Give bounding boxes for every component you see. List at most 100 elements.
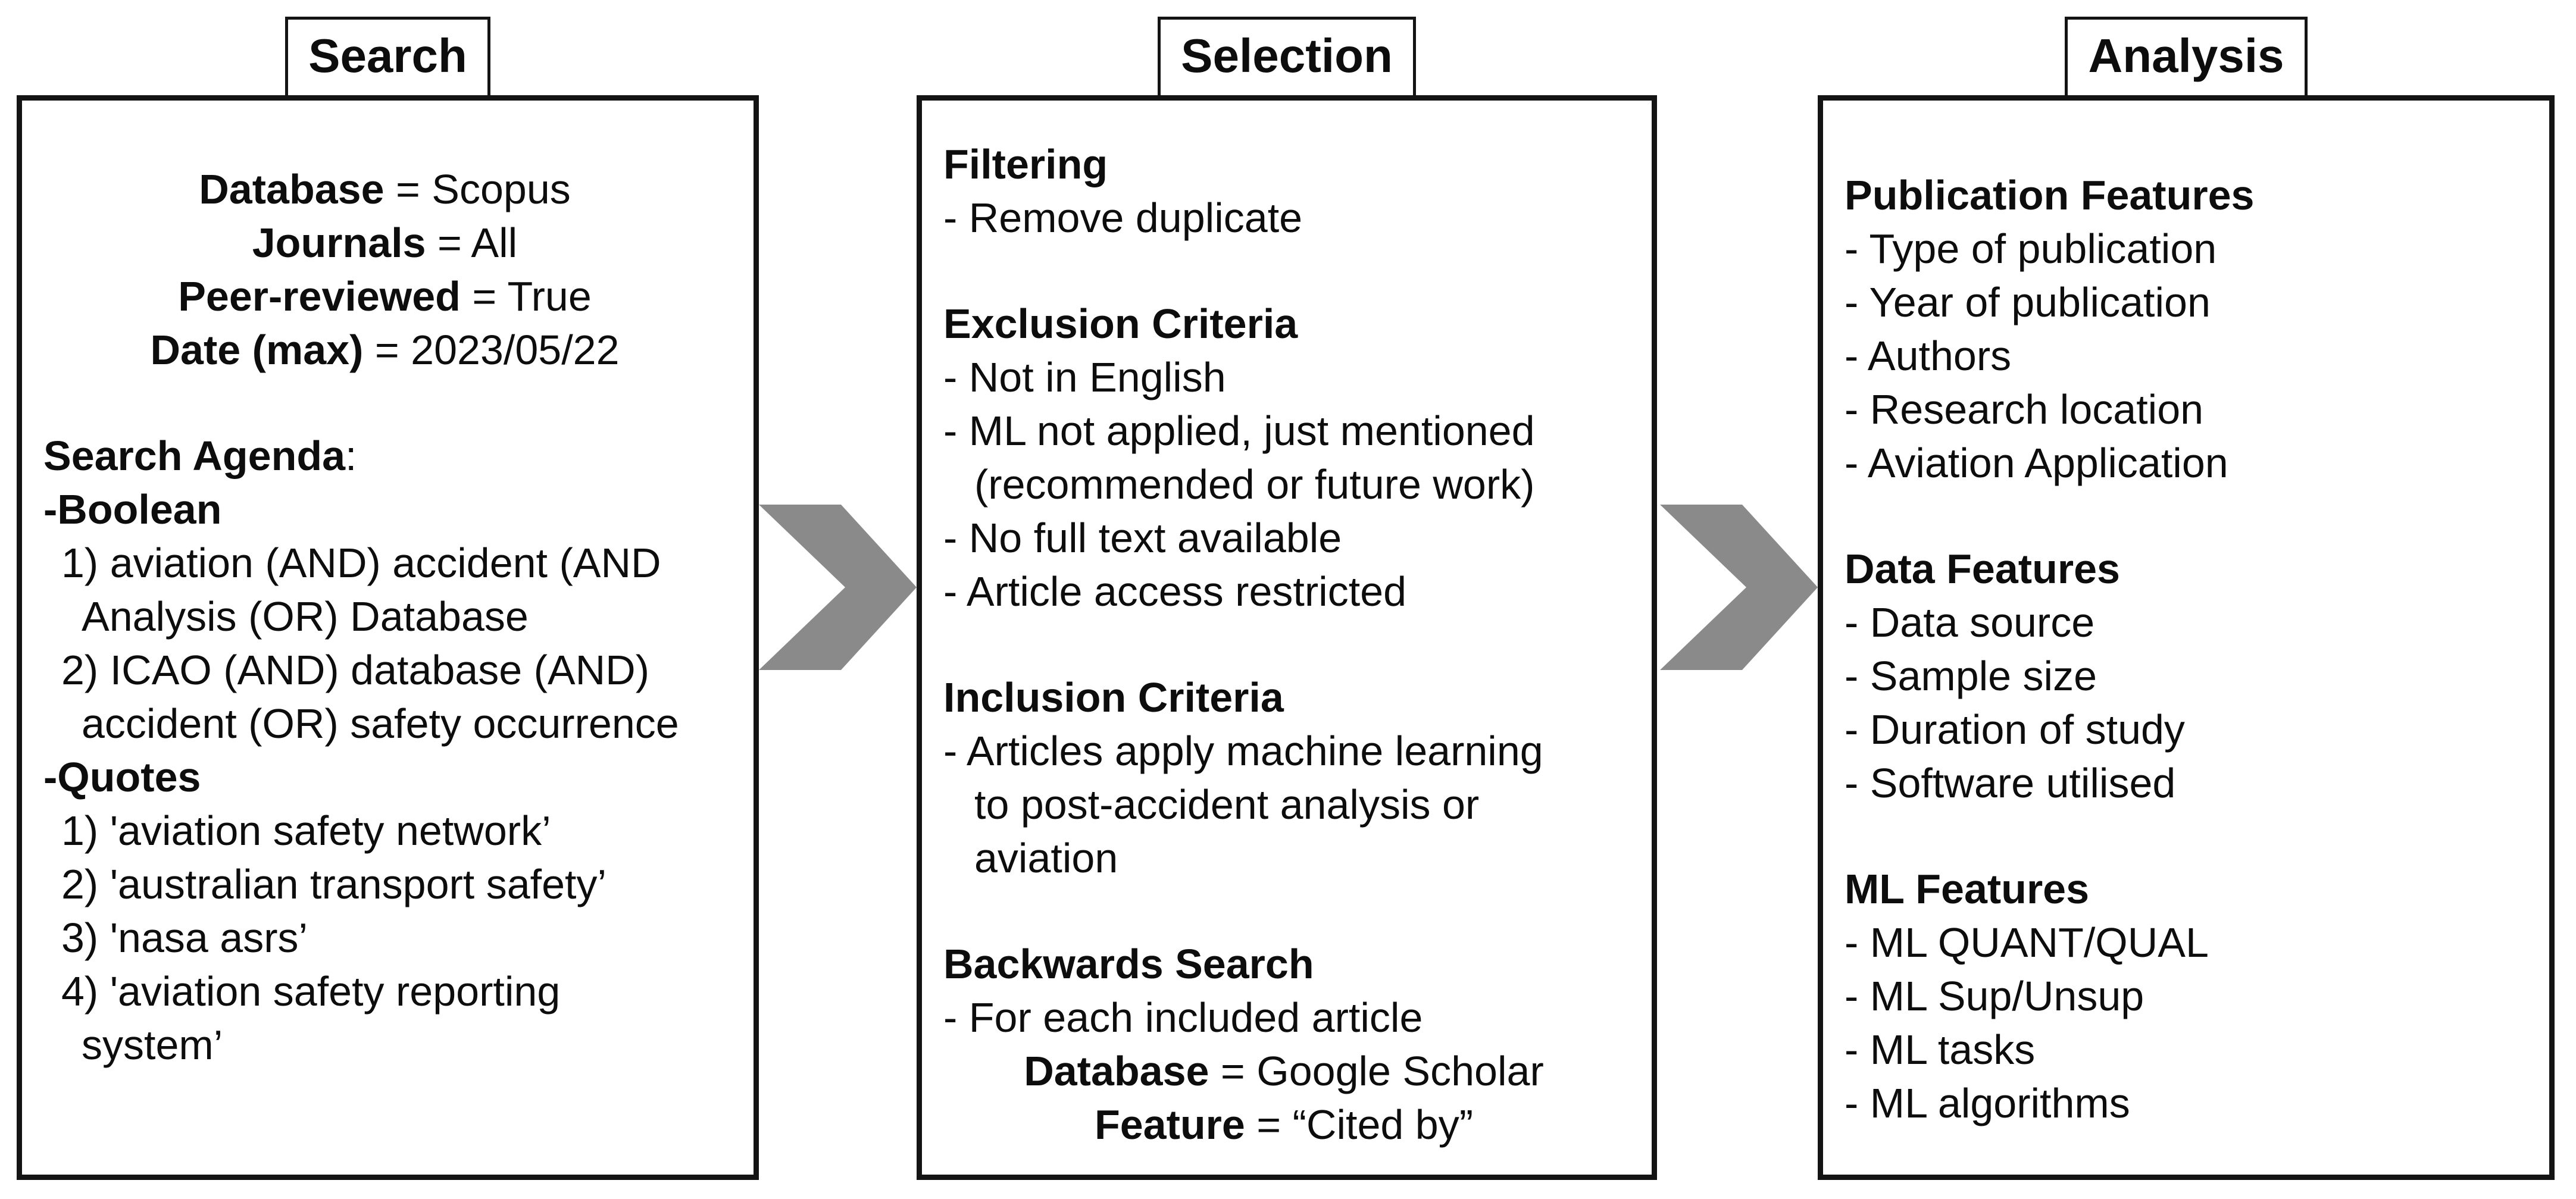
param-key: Feature	[1094, 1101, 1245, 1148]
heading-suffix: :	[345, 433, 357, 479]
param-key: Date (max)	[150, 327, 364, 373]
item-text: - ML Sup/Unsup	[1845, 973, 2144, 1019]
search-panel-content: Database = Scopus Journals = All Peer-re…	[22, 101, 754, 1072]
item-text: 1) 'aviation safety network’	[61, 807, 551, 854]
inclusion-item-1-cont2: aviation	[943, 831, 1646, 885]
item-text: - ML tasks	[1845, 1026, 2036, 1073]
item-text: - Software utilised	[1845, 760, 2176, 806]
item-text: - No full text available	[943, 515, 1342, 561]
selection-panel-content: Filtering - Remove duplicate Exclusion C…	[922, 101, 1652, 1151]
item-text: - For each included article	[943, 994, 1423, 1041]
ml-feature-4: - ML algorithms	[1845, 1076, 2543, 1130]
search-param-date-max: Date (max) = 2023/05/22	[43, 323, 748, 377]
item-text: accident (OR) safety occurrence	[82, 700, 679, 747]
search-param-journals: Journals = All	[43, 216, 748, 270]
flow-arrow-icon	[759, 505, 917, 670]
boolean-item-1: 1) aviation (AND) accident (AND	[43, 536, 748, 590]
search-param-database: Database = Scopus	[43, 162, 748, 216]
ml-feature-3: - ML tasks	[1845, 1023, 2543, 1076]
data-feature-4: - Software utilised	[1845, 756, 2543, 810]
heading-text: Backwards Search	[943, 941, 1314, 987]
backwards-search-heading: Backwards Search	[943, 937, 1646, 991]
item-text: - Data source	[1845, 599, 2095, 646]
spacer	[43, 377, 748, 429]
boolean-subheading: -Boolean	[43, 483, 748, 536]
spacer	[943, 618, 1646, 671]
item-text: system’	[82, 1022, 223, 1068]
param-key: Database	[199, 166, 384, 212]
item-text: - ML QUANT/QUAL	[1845, 919, 2209, 966]
publication-feature-4: - Research location	[1845, 383, 2543, 436]
item-text: - Aviation Application	[1845, 440, 2228, 486]
filtering-item-1: - Remove duplicate	[943, 191, 1646, 245]
flow-arrow-icon	[1660, 505, 1818, 670]
quote-item-4: 4) 'aviation safety reporting	[43, 965, 748, 1018]
heading-text: Publication Features	[1845, 172, 2255, 218]
filtering-heading: Filtering	[943, 137, 1646, 191]
publication-features-heading: Publication Features	[1845, 168, 2543, 222]
heading-text: Data Features	[1845, 546, 2120, 592]
data-feature-1: - Data source	[1845, 596, 2543, 649]
search-stage-group: Search Database = Scopus Journals = All …	[17, 17, 759, 1180]
item-text: 2) 'australian transport safety’	[61, 861, 607, 907]
param-value: = “Cited by”	[1245, 1101, 1474, 1148]
param-value: = True	[460, 273, 592, 320]
param-key: Database	[1024, 1048, 1209, 1094]
search-stage-label: Search	[285, 17, 490, 98]
analysis-stage-group: Analysis Publication Features - Type of …	[1818, 17, 2555, 1180]
param-key: Peer-reviewed	[178, 273, 461, 320]
spacer	[1845, 490, 2543, 542]
data-feature-3: - Duration of study	[1845, 703, 2543, 756]
exclusion-item-4: - Article access restricted	[943, 565, 1646, 618]
item-text: Analysis (OR) Database	[82, 593, 529, 640]
publication-feature-1: - Type of publication	[1845, 222, 2543, 276]
heading-text: Exclusion Criteria	[943, 300, 1298, 347]
item-text: - Research location	[1845, 386, 2204, 433]
subheading-text: -Quotes	[43, 754, 201, 800]
backwards-search-item-1: - For each included article	[943, 991, 1646, 1044]
backwards-param-feature: Feature = “Cited by”	[943, 1098, 1646, 1151]
boolean-item-1-cont: Analysis (OR) Database	[43, 590, 748, 643]
item-text: aviation	[974, 835, 1118, 881]
search-stage-label-text: Search	[308, 29, 467, 82]
quote-item-1: 1) 'aviation safety network’	[43, 804, 748, 857]
search-param-peer-reviewed: Peer-reviewed = True	[43, 270, 748, 323]
quote-item-2: 2) 'australian transport safety’	[43, 857, 748, 911]
exclusion-item-2: - ML not applied, just mentioned	[943, 404, 1646, 458]
data-features-heading: Data Features	[1845, 542, 2543, 596]
inclusion-item-1: - Articles apply machine learning	[943, 724, 1646, 778]
item-text: (recommended or future work)	[974, 461, 1535, 508]
heading-text: Filtering	[943, 141, 1108, 187]
exclusion-heading: Exclusion Criteria	[943, 297, 1646, 350]
analysis-panel-content: Publication Features - Type of publicati…	[1823, 101, 2549, 1130]
inclusion-item-1-cont: to post-accident analysis or	[943, 778, 1646, 831]
param-value: = All	[426, 220, 518, 266]
item-text: 3) 'nasa asrs’	[61, 915, 308, 961]
param-value: = Google Scholar	[1209, 1048, 1544, 1094]
item-text: - Remove duplicate	[943, 195, 1303, 241]
item-text: - Article access restricted	[943, 568, 1406, 615]
item-text: - Sample size	[1845, 653, 2097, 699]
param-key: Journals	[252, 220, 426, 266]
exclusion-item-2-cont: (recommended or future work)	[943, 458, 1646, 511]
analysis-stage-label-text: Analysis	[2088, 29, 2284, 82]
selection-panel: Filtering - Remove duplicate Exclusion C…	[917, 95, 1657, 1180]
quotes-subheading: -Quotes	[43, 750, 748, 804]
publication-feature-5: - Aviation Application	[1845, 436, 2543, 490]
subheading-text: -Boolean	[43, 486, 222, 533]
item-text: - ML algorithms	[1845, 1080, 2130, 1126]
param-value: = Scopus	[384, 166, 571, 212]
search-panel: Database = Scopus Journals = All Peer-re…	[17, 95, 759, 1180]
search-agenda-heading: Search Agenda:	[43, 429, 748, 483]
item-text: - Year of publication	[1845, 279, 2211, 325]
publication-feature-2: - Year of publication	[1845, 276, 2543, 329]
selection-stage-label: Selection	[1158, 17, 1416, 98]
exclusion-item-3: - No full text available	[943, 511, 1646, 565]
data-feature-2: - Sample size	[1845, 649, 2543, 703]
heading-text: Inclusion Criteria	[943, 674, 1284, 721]
item-text: - Not in English	[943, 354, 1226, 400]
item-text: 1) aviation (AND) accident (AND	[61, 540, 661, 586]
param-value: = 2023/05/22	[363, 327, 620, 373]
selection-stage-group: Selection Filtering - Remove duplicate E…	[917, 17, 1657, 1180]
